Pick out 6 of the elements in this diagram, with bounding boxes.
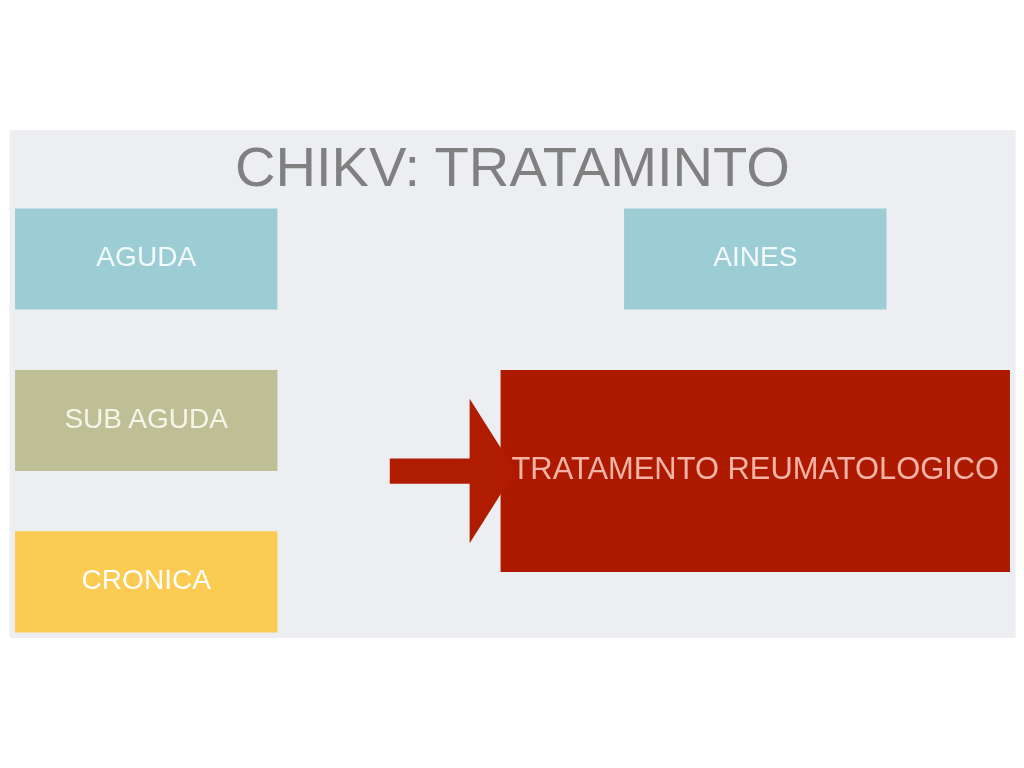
diagram-title: CHIKV: TRATAMINTO	[234, 135, 790, 199]
node-box: SUB AGUDA	[14, 369, 277, 471]
node-box: CRONICA	[14, 531, 277, 633]
node-box: AINES	[623, 208, 886, 310]
node-box: AGUDA	[14, 208, 277, 310]
node-box: TRATAMENTO REUMATOLOGICO	[500, 369, 1010, 573]
